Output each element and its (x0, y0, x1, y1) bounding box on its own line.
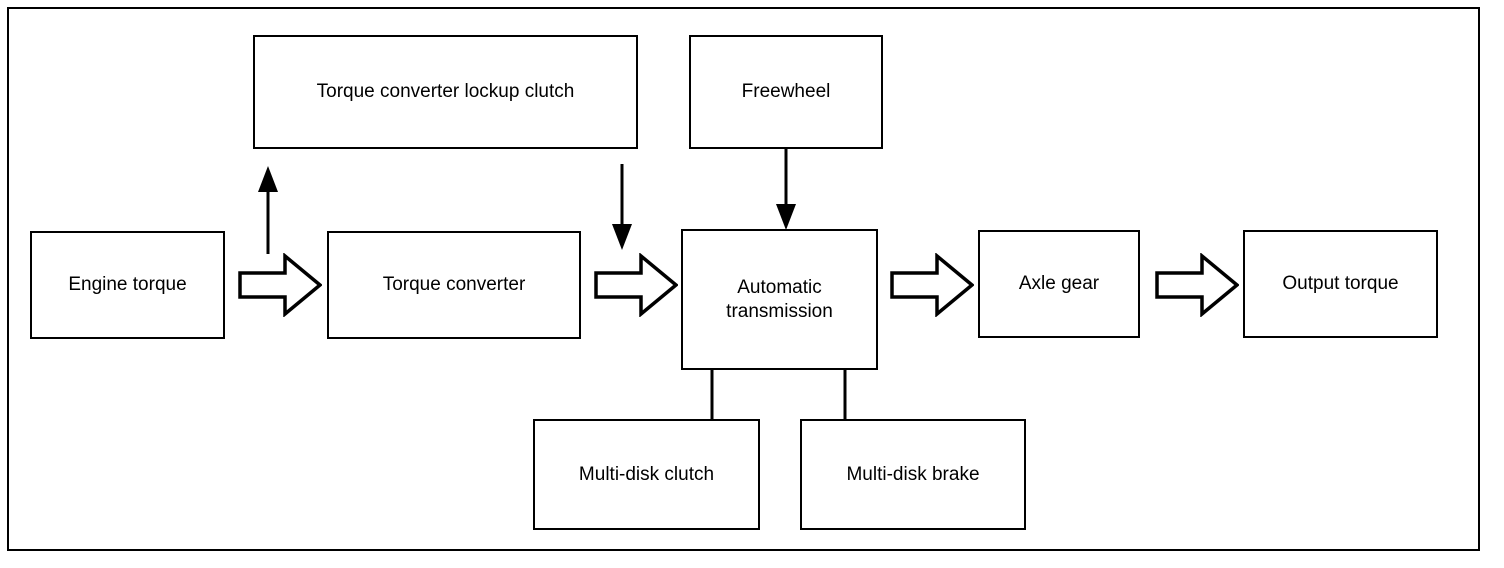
node-output-torque[interactable]: Output torque (1243, 230, 1438, 338)
node-engine-torque[interactable]: Engine torque (30, 231, 225, 339)
node-label: Engine torque (68, 274, 187, 296)
block-arrow-engine-to-converter (238, 253, 322, 317)
line-arrow-lockup-clutch-to-transmission (608, 162, 638, 254)
node-label: Automatic transmission (726, 276, 833, 322)
block-arrow-axle-gear-to-output (1155, 253, 1239, 317)
node-automatic-transmission[interactable]: Automatic transmission (681, 229, 878, 370)
node-label: Multi-disk brake (846, 463, 980, 485)
line-arrow-converter-to-lockup-clutch (253, 162, 283, 254)
line-arrow-freewheel-to-transmission (772, 146, 802, 234)
node-multi-disk-brake[interactable]: Multi-disk brake (800, 419, 1026, 530)
node-label: Axle gear (1018, 273, 1100, 295)
node-label: Output torque (1282, 273, 1399, 295)
node-label: Torque converter lockup clutch (316, 81, 575, 103)
node-label: Multi-disk clutch (578, 463, 715, 485)
node-torque-converter[interactable]: Torque converter (327, 231, 581, 339)
node-torque-converter-lockup-clutch[interactable]: Torque converter lockup clutch (253, 35, 638, 149)
block-arrow-converter-to-transmission (594, 253, 678, 317)
node-freewheel[interactable]: Freewheel (689, 35, 883, 149)
node-label: Torque converter (382, 274, 526, 296)
node-axle-gear[interactable]: Axle gear (978, 230, 1140, 338)
block-arrow-transmission-to-axle-gear (890, 253, 974, 317)
node-multi-disk-clutch[interactable]: Multi-disk clutch (533, 419, 760, 530)
node-label: Freewheel (741, 81, 831, 103)
